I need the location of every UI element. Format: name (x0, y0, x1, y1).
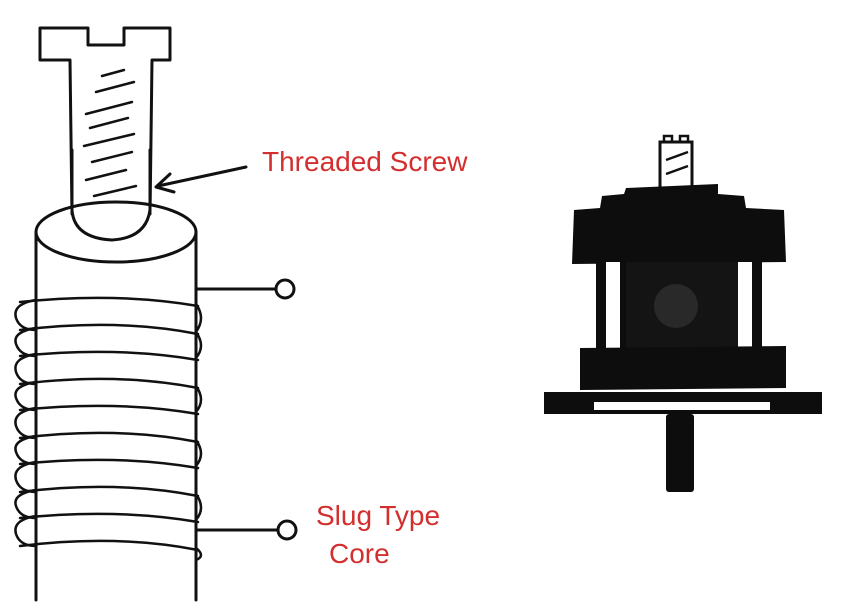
core-texture (654, 284, 698, 328)
left-pillar-inner (620, 262, 626, 348)
bottom-shaft (666, 414, 694, 492)
screw-pointer-arrowhead (154, 172, 176, 194)
threaded-screw-label: Threaded Screw (262, 146, 468, 177)
bottom-terminal (276, 519, 298, 541)
screw-pointer-arrow (156, 165, 248, 188)
right-pillar (752, 262, 762, 348)
base-slot (594, 402, 770, 410)
top-cap (572, 184, 786, 264)
lower-block (580, 346, 786, 390)
schematic-inductor (14, 26, 298, 602)
slug-core-label-line1: Slug Type (316, 500, 441, 531)
top-terminal (274, 278, 296, 300)
slug-core-label-line2: Core (329, 538, 390, 569)
physical-inductor (544, 134, 822, 492)
screw-entry (70, 208, 152, 242)
coil-windings (14, 296, 203, 562)
screw-shank-lower (70, 148, 152, 216)
left-pillar (596, 262, 606, 348)
right-pillar-gap (738, 262, 752, 348)
left-pillar-gap (606, 262, 620, 348)
